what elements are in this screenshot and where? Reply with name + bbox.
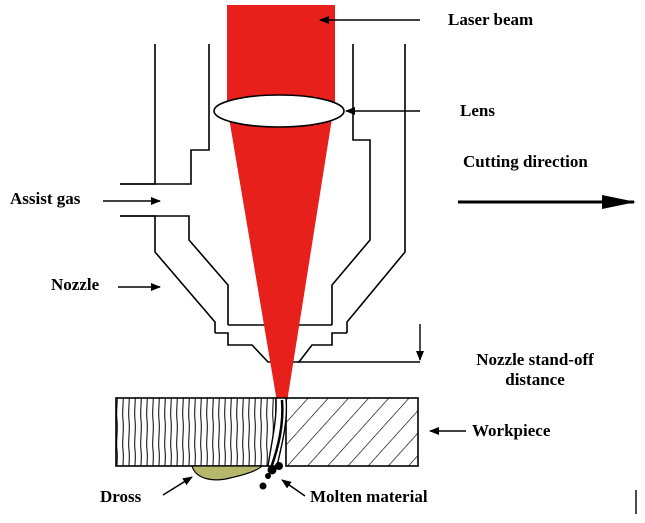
molten-material-label: Molten material [310, 487, 428, 506]
dross-arrow [162, 476, 193, 496]
nozzle-label: Nozzle [51, 275, 100, 294]
assist-gas-label: Assist gas [10, 189, 81, 208]
nozzle-right-inner-wall [331, 44, 371, 325]
molten-droplet [265, 473, 271, 479]
dross-label: Dross [100, 487, 142, 506]
standoff-label-line1: Nozzle stand-off [476, 350, 594, 369]
nozzle-left-outer-wall-lower [120, 215, 216, 333]
workpiece-left-part [115, 397, 277, 467]
workpiece-label: Workpiece [472, 421, 551, 440]
dross [191, 465, 264, 481]
lens [213, 94, 345, 128]
nozzle-right-outer-wall [346, 44, 406, 333]
nozzle-left-inner-wall [120, 44, 210, 185]
workpiece [115, 397, 419, 469]
nozzle-left-outer-wall [120, 44, 156, 185]
laser-beam-label: Laser beam [448, 10, 534, 29]
lens-label: Lens [460, 101, 495, 120]
molten-material-arrow [281, 479, 306, 497]
standoff-label-line2: distance [505, 370, 565, 389]
standoff-distance-label: Nozzle stand-off distance [455, 350, 615, 390]
molten-droplet [259, 482, 267, 490]
nozzle-body [120, 44, 406, 363]
nozzle-left-inner-wall-lower [120, 215, 229, 325]
workpiece-right-part [285, 397, 419, 467]
molten-droplet [275, 462, 283, 470]
molten-droplets [259, 462, 283, 490]
cut-front [269, 399, 284, 469]
standoff-marker [298, 324, 424, 363]
laser-beam-cone [228, 112, 333, 402]
label-arrows [103, 16, 636, 497]
cutting-direction-label: Cutting direction [463, 152, 588, 171]
molten-droplet [267, 465, 277, 475]
laser-beam [213, 5, 345, 402]
